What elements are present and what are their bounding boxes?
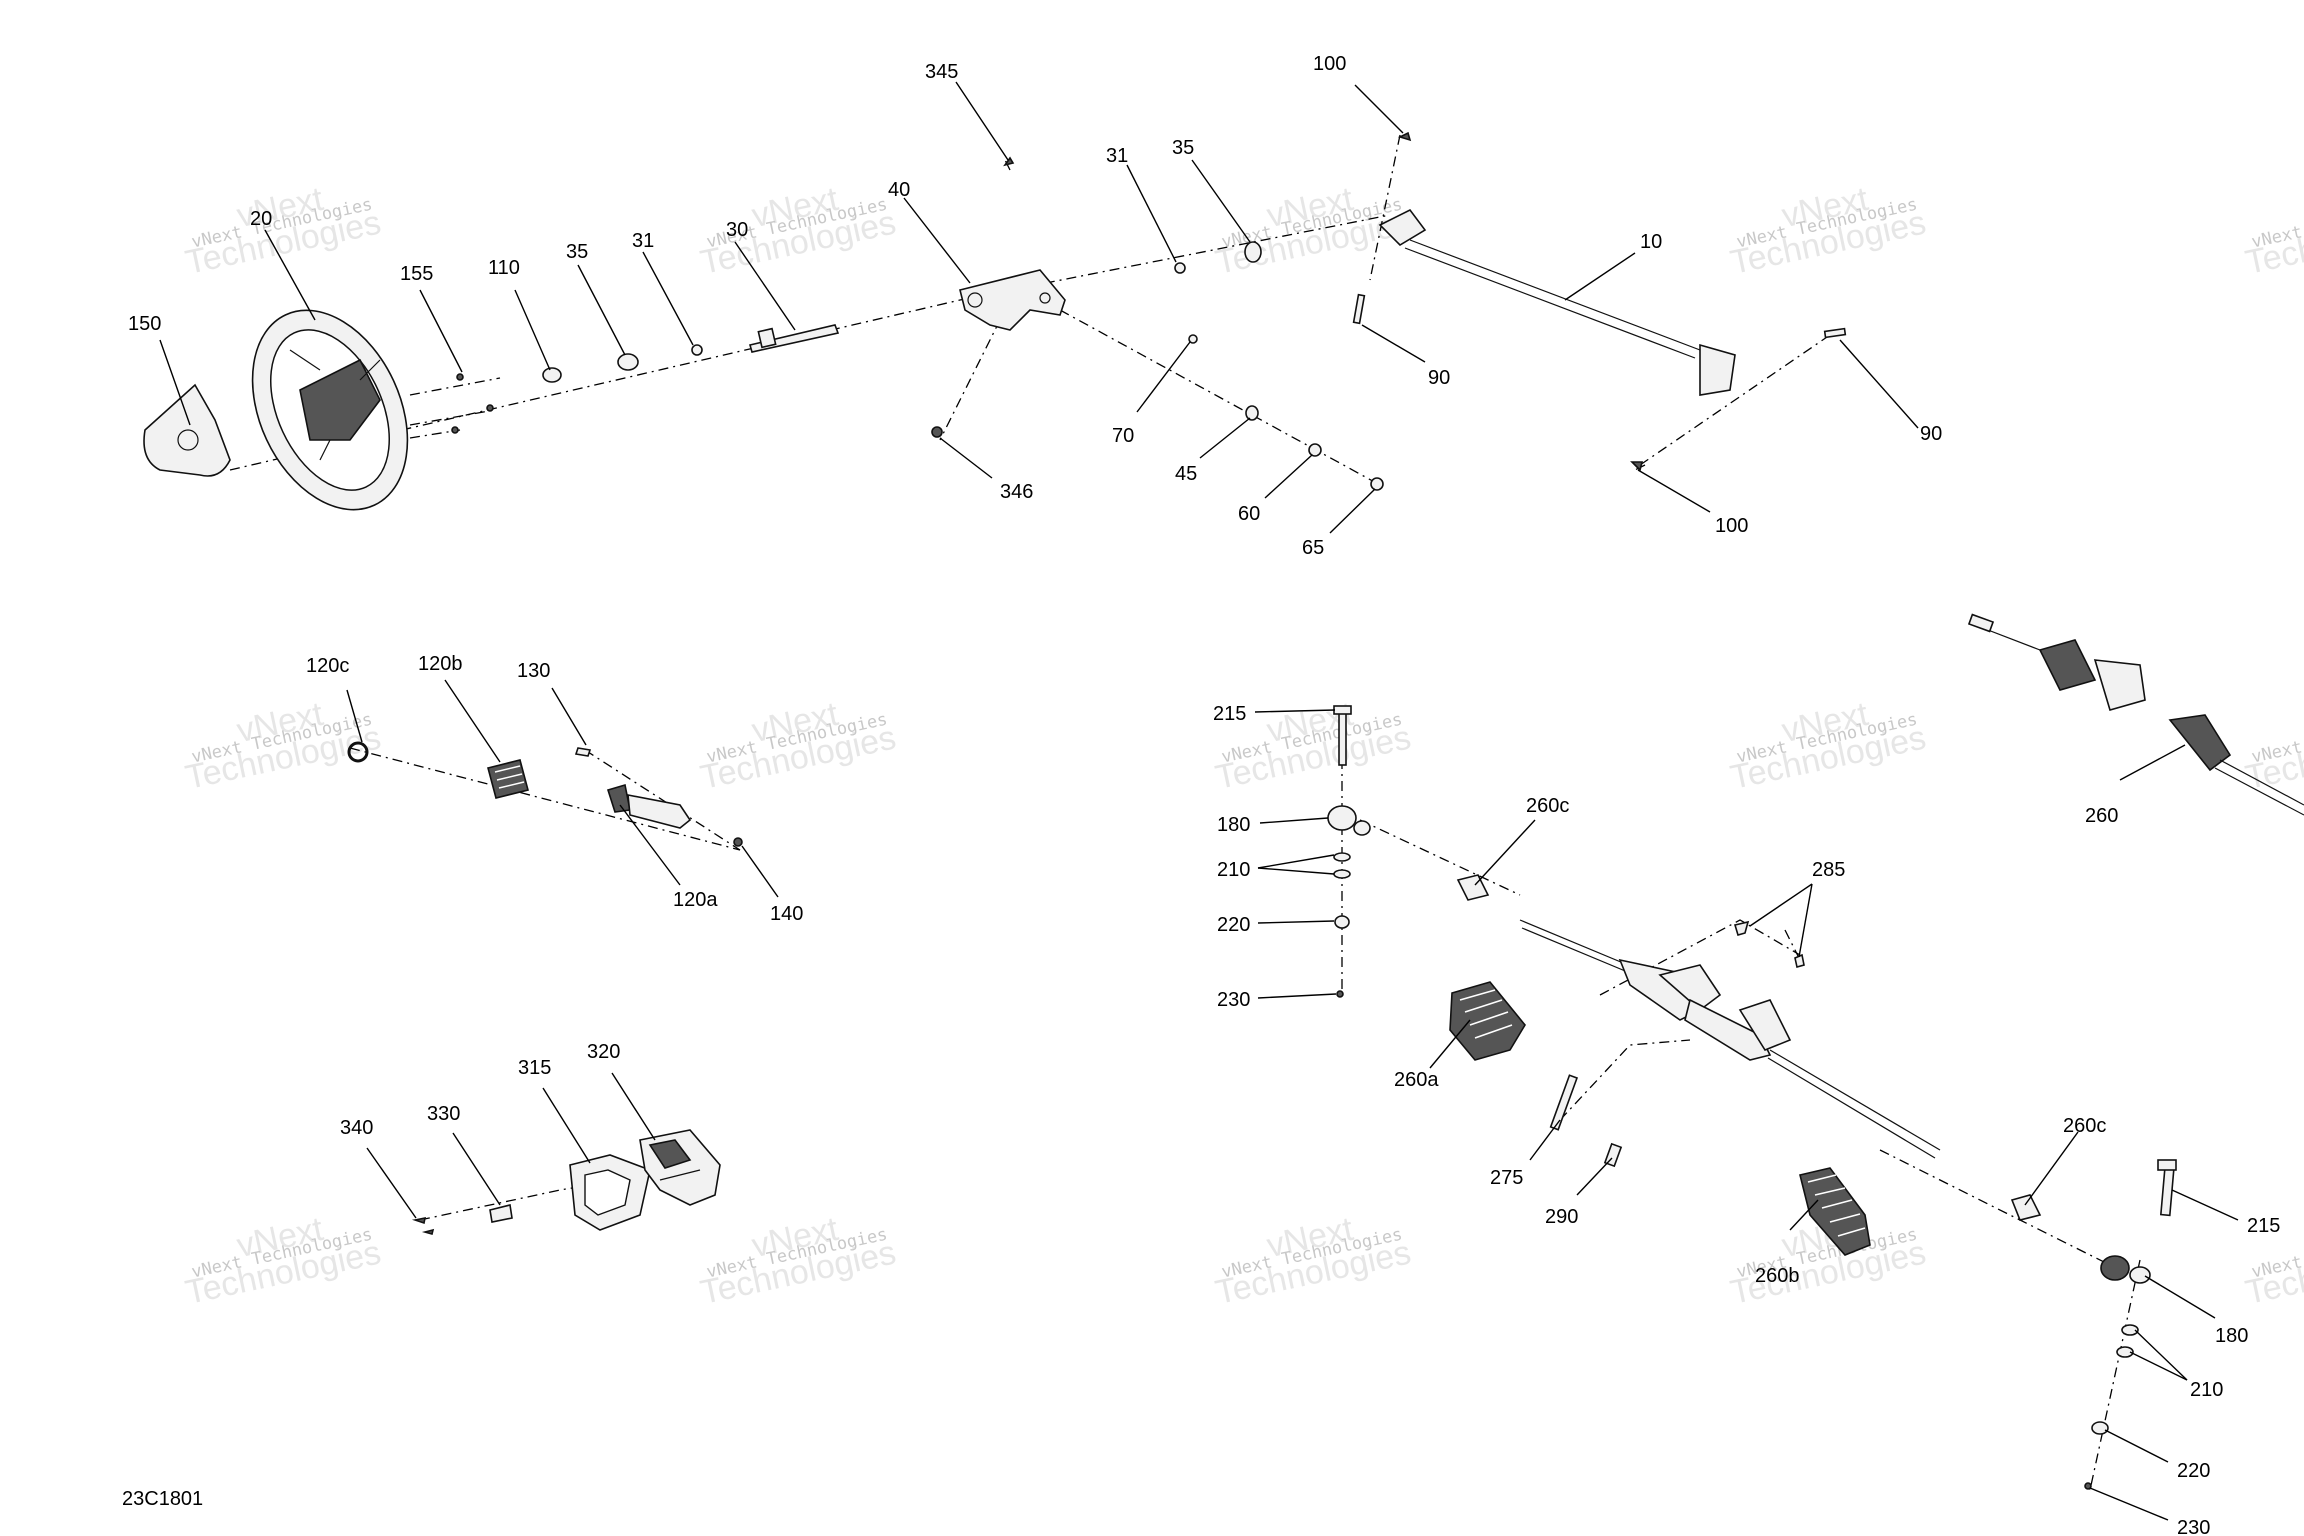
callout-260c-b: 260c xyxy=(2063,1115,2106,1137)
callout-65: 65 xyxy=(1302,537,1324,559)
bracket-315 xyxy=(569,1154,651,1231)
steering-column-group xyxy=(143,131,1847,511)
callout-220a: 220 xyxy=(1217,914,1250,936)
cover-320 xyxy=(639,1129,721,1206)
callout-31: 31 xyxy=(632,230,654,252)
callout-285: 285 xyxy=(1812,859,1845,881)
callout-130: 130 xyxy=(517,660,550,682)
callout-260c-a: 260c xyxy=(1526,795,1569,817)
watermark: Technologies vNext vNext Technologies xyxy=(1727,180,1929,282)
callout-20: 20 xyxy=(250,208,272,230)
callout-155: 155 xyxy=(400,263,433,285)
watermark-layer: Technologies vNext vNext Technologies Te… xyxy=(182,180,2304,1312)
callout-35: 35 xyxy=(566,241,588,263)
boot-260b xyxy=(1799,1167,1871,1256)
nut-110 xyxy=(542,367,562,383)
callout-110: 110 xyxy=(488,257,520,279)
watermark: Technologies vNext vNext Technologies xyxy=(182,180,384,282)
rack-assembly-260 xyxy=(1967,613,2304,816)
steering-rack xyxy=(1519,919,1941,1159)
watermark: Technologies vNext vNext Technologies xyxy=(697,695,899,797)
ball-joint-180b xyxy=(2100,1255,2151,1284)
callout-275: 275 xyxy=(1490,1167,1523,1189)
clamp-330 xyxy=(489,1204,513,1223)
callout-260a: 260a xyxy=(1394,1069,1439,1091)
watermark: Technologies vNext vNext Technologies xyxy=(1212,1210,1414,1312)
callout-150: 150 xyxy=(128,313,161,335)
callout-260: 260 xyxy=(2085,805,2118,827)
callout-210a: 210 xyxy=(1217,859,1250,881)
bolt-275 xyxy=(1549,1074,1579,1131)
callout-230b: 230 xyxy=(2177,1517,2210,1536)
clip-120c xyxy=(347,741,369,763)
watermark: Technologies vNext vNext Technologies xyxy=(1212,695,1414,797)
callout-140: 140 xyxy=(770,903,803,925)
callout-70: 70 xyxy=(1112,425,1134,447)
callout-35b: 35 xyxy=(1172,137,1194,159)
steering-wheel xyxy=(251,309,409,511)
steering-rack-group xyxy=(1327,613,2304,1491)
bracket-group xyxy=(411,1129,721,1235)
bushing-35a xyxy=(617,353,639,371)
callout-100a: 100 xyxy=(1313,53,1346,75)
tie-rod-group xyxy=(347,741,743,851)
callout-230a: 230 xyxy=(1217,989,1250,1011)
callout-90a: 90 xyxy=(1428,367,1450,389)
steering-shaft xyxy=(749,324,840,353)
ring-31a xyxy=(691,344,703,356)
callout-180b: 180 xyxy=(2215,1325,2248,1347)
intermediate-shaft xyxy=(1378,208,1736,396)
callout-215a: 215 xyxy=(1213,703,1246,725)
callout-90b: 90 xyxy=(1920,423,1942,445)
callout-120a: 120a xyxy=(673,889,718,911)
boot-260a xyxy=(1449,981,1526,1061)
callout-31b: 31 xyxy=(1106,145,1128,167)
callout-120b: 120b xyxy=(418,653,463,675)
callout-40: 40 xyxy=(888,179,910,201)
callout-315: 315 xyxy=(518,1057,551,1079)
callout-290: 290 xyxy=(1545,1206,1578,1228)
watermark: Technologies vNext vNext Technologies xyxy=(1727,695,1929,797)
callout-45: 45 xyxy=(1175,463,1197,485)
callout-330: 330 xyxy=(427,1103,460,1125)
callout-320: 320 xyxy=(587,1041,620,1063)
watermark: Technologies vNext vNext Technologies xyxy=(182,1210,384,1312)
callout-120c: 120c xyxy=(306,655,349,677)
boot-120b xyxy=(487,759,529,799)
callout-10: 10 xyxy=(1640,231,1662,253)
watermark: Technologies vNext Technologies xyxy=(2242,195,2304,282)
callout-100b: 100 xyxy=(1715,515,1748,537)
watermark: Technologies vNext vNext Technologies xyxy=(697,1210,899,1312)
callout-60: 60 xyxy=(1238,503,1260,525)
ball-joint-180a xyxy=(1327,805,1371,836)
sleeve-260c-a xyxy=(1456,874,1490,901)
tie-rod-end-120a xyxy=(606,783,692,829)
tilt-bracket xyxy=(959,269,1066,331)
callout-labels: 150 20 155 110 35 31 30 345 40 346 31 35… xyxy=(128,53,2280,1536)
callout-210b: 210 xyxy=(2190,1379,2223,1401)
callout-345: 345 xyxy=(925,61,958,83)
watermark: Technologies vNext Technologies xyxy=(2242,710,2304,797)
callout-30: 30 xyxy=(726,219,748,241)
sleeve-260c-b xyxy=(2010,1194,2042,1221)
callout-215b: 215 xyxy=(2247,1215,2280,1237)
watermark: Technologies vNext vNext Technologies xyxy=(182,695,384,797)
callout-260b: 260b xyxy=(1755,1265,1800,1287)
callout-220b: 220 xyxy=(2177,1460,2210,1482)
diagram-code: 23C1801 xyxy=(122,1488,203,1510)
callout-180a: 180 xyxy=(1217,814,1250,836)
bolt-215a xyxy=(1338,709,1347,766)
leader-lines xyxy=(159,81,2239,1521)
callout-340: 340 xyxy=(340,1117,373,1139)
watermark: Technologies vNext vNext Technologies xyxy=(697,180,899,282)
callout-346: 346 xyxy=(1000,481,1033,503)
